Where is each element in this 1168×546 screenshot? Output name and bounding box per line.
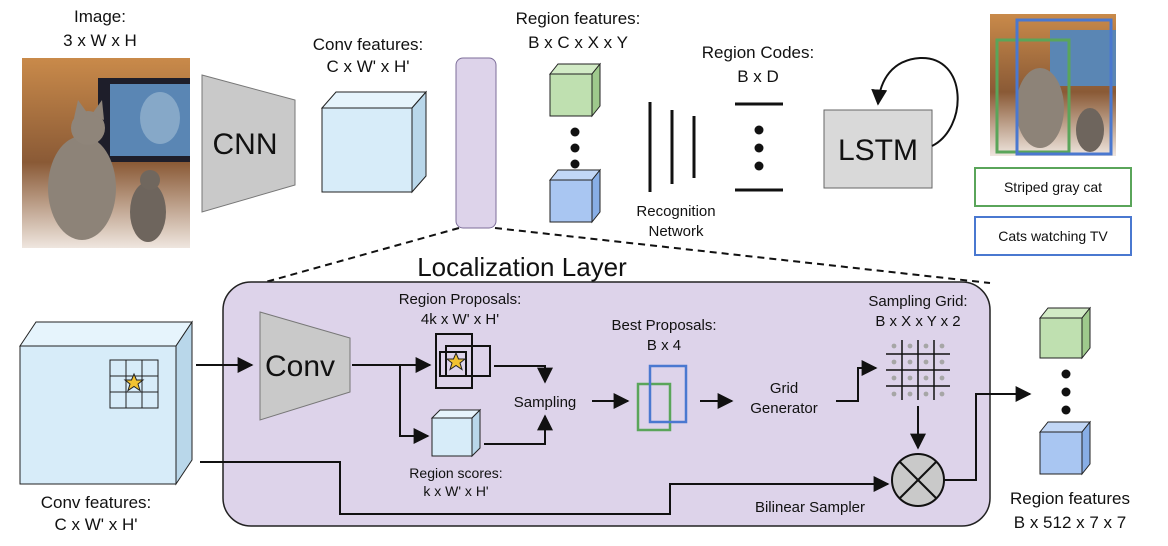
region-scores-dims: k x W' x H' [423,483,488,499]
localization-title: Localization Layer [417,252,627,282]
caption-box-blue [974,216,1132,256]
arrow-sampler-to-region-features [944,386,1032,481]
output-region-cube-green [1038,306,1092,360]
conv-features-label: Conv features: [313,35,424,54]
region-features-label: Region features: [516,9,641,28]
grid-generator-label: Grid [770,380,798,397]
bilinear-sampler-icon [891,453,945,507]
recognition-network-lines [648,102,696,192]
caption-text-blue: Cats watching TV [998,228,1108,244]
region-codes-label: Region Codes: [702,43,814,62]
region-feature-cube-green [548,62,602,118]
conv-label: Conv [265,350,335,383]
arrow-to-sampling-grid [836,360,878,402]
region-codes-symbol [735,102,783,192]
region-scores-cube [430,408,482,458]
caption-text-green: Striped gray cat [1004,179,1102,195]
star-icon [123,372,145,392]
recognition-label: Recognition [636,203,715,220]
ellipsis-dots [570,127,580,169]
cnn-block [201,74,296,213]
arrow-proposals-to-sampling [494,365,553,384]
caption-box-green [974,167,1132,207]
output-region-cube-blue [1038,420,1092,476]
image-label: Image: [74,7,126,26]
bottom-conv-features-label: Conv features: [41,493,152,512]
zoom-line-left [261,227,460,284]
bottom-conv-features-cube [19,320,193,486]
region-codes-dims: B x D [737,67,779,86]
best-proposal-blue-box [648,364,688,424]
output-region-features-label: Region features [1010,489,1130,508]
input-photo [22,58,190,248]
conv-block [259,311,351,421]
sampling-grid-label: Sampling Grid: [868,293,967,310]
sampling-label: Sampling [514,394,577,411]
region-proposals-label: Region Proposals: [399,291,522,308]
cnn-label: CNN [213,128,278,161]
output-photo [990,14,1116,156]
grid-generator-label-2: Generator [750,400,818,417]
conv-features-dims: C x W' x H' [327,57,410,76]
best-proposal-green-box [636,382,672,432]
lstm-recurrent-arrow [871,56,959,147]
arrow-to-scores [399,365,430,444]
output-region-features-dims: B x 512 x 7 x 7 [1014,513,1126,532]
sampling-grid-icon [886,340,950,400]
bilinear-sampler-label: Bilinear Sampler [755,499,865,516]
conv-features-cube [320,90,428,194]
arrow-features-to-sampler [200,461,890,515]
region-proposals-dims: 4k x W' x H' [421,311,499,328]
output-ellipsis-dots [1061,369,1071,415]
localization-panel [222,281,991,527]
localization-layer-block [455,57,497,229]
region-scores-label: Region scores: [409,465,502,481]
lstm-label: LSTM [838,134,918,167]
network-label: Network [648,223,704,240]
lstm-block [823,109,933,189]
best-proposals-label: Best Proposals: [611,317,716,334]
bottom-conv-features-dims: C x W' x H' [55,515,138,534]
image-dims: 3 x W x H [63,31,137,50]
region-features-dims: B x C x X x Y [528,33,628,52]
region-feature-cube-blue [548,168,602,224]
arrow-scores-to-sampling [484,414,553,445]
star-icon [445,351,467,371]
sampling-grid-dims: B x X x Y x 2 [875,313,960,330]
best-proposals-dims: B x 4 [647,337,681,354]
region-proposals-icon [435,333,491,389]
